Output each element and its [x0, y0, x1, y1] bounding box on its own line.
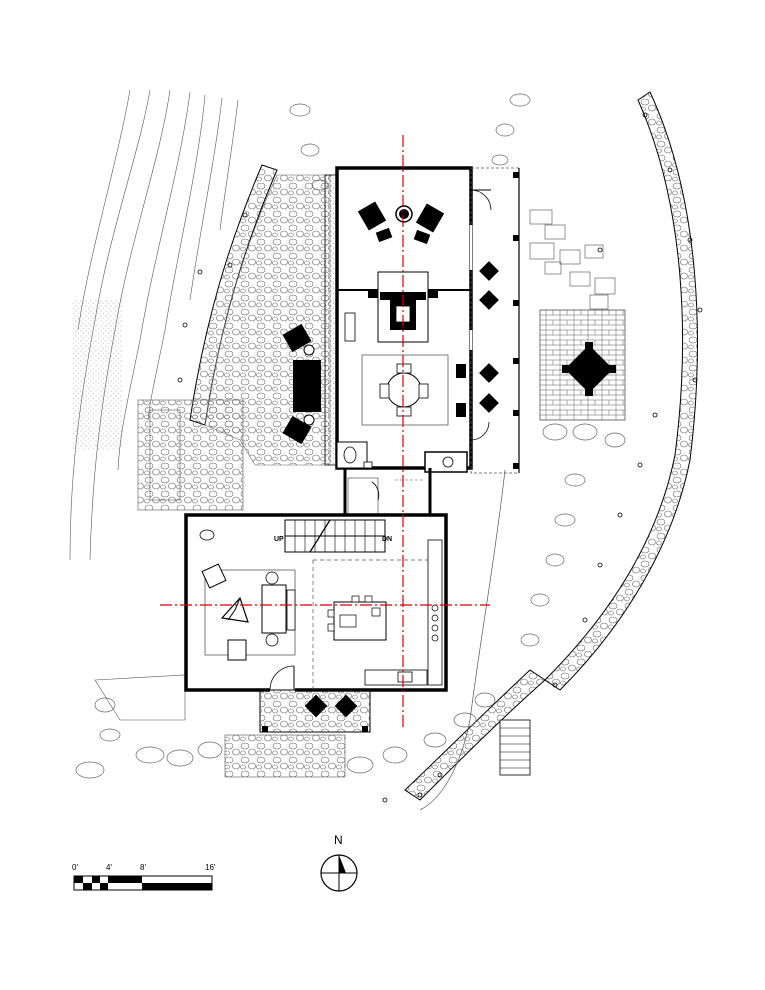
west-lounge-set [282, 323, 321, 445]
patio-table-set [562, 342, 616, 396]
site-posts [177, 112, 703, 803]
north-dining-set [361, 354, 449, 426]
connector-link [343, 468, 432, 515]
stepping-stones [75, 93, 626, 779]
topo-contours [69, 89, 239, 561]
scale-label-4: 4' [106, 863, 112, 872]
east-site-stairs [499, 719, 531, 776]
scale-label-16: 16' [205, 863, 216, 872]
scale-label-0: 0' [72, 863, 78, 872]
window-seat [344, 312, 356, 342]
stipple-band [72, 300, 122, 450]
paver-patio [529, 209, 626, 421]
stair-down-label: DN [382, 536, 392, 543]
centerlines [160, 135, 490, 730]
living-room-furniture [199, 529, 296, 661]
north-seating-group [357, 201, 445, 245]
stair-up-label: UP [274, 536, 284, 543]
scale-bar: 0' 4' 8' 16' [72, 863, 216, 891]
north-arrow: N [320, 833, 358, 892]
kitchen-island [327, 595, 387, 641]
stone-terraces-southwest [94, 399, 244, 721]
stone-retaining-wall-east [404, 91, 698, 801]
bathroom-fixtures [336, 441, 468, 473]
scale-label-8: 8' [140, 863, 146, 872]
east-path-edge [419, 469, 506, 811]
stair: UP DN [274, 519, 392, 553]
north-label: N [334, 833, 343, 847]
south-entry-terrace [224, 689, 371, 778]
porch-chairs [456, 261, 499, 417]
